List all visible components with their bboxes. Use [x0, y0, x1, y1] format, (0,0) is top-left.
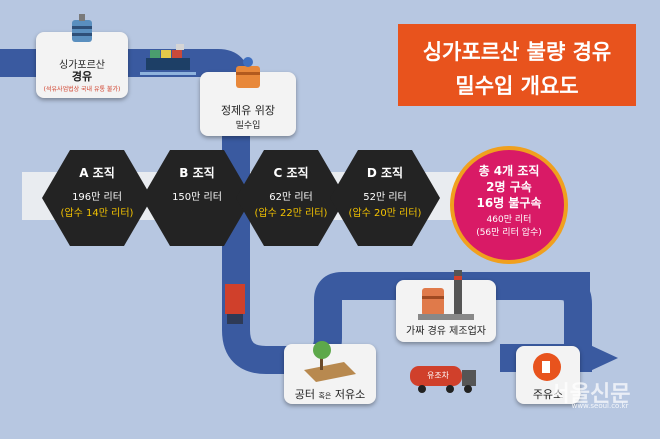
- group-d: D 조직 52만 리터 (압수 20만 리터): [330, 150, 440, 246]
- group-a-seized: (압수 14만 리터): [60, 208, 134, 219]
- refinery-name: 정제유 위장: [220, 104, 276, 117]
- tank-truck-icon: [225, 284, 245, 324]
- summary-seized: (56만 리터 압수): [476, 228, 542, 238]
- hexagon-icon: [330, 150, 440, 246]
- refinery-tank-icon: [236, 57, 260, 88]
- title-line-2: 밀수입 개요도: [455, 74, 579, 98]
- station-label: 주유소: [532, 388, 564, 401]
- group-d-amount: 52만 리터: [363, 192, 407, 203]
- summary-arrested: 2명 구속: [486, 180, 532, 194]
- source-box: 싱가포르산 경유 (석유사업법상 국내 유통 불가): [36, 32, 128, 98]
- manufacturer-label: 가짜 경유 제조업자: [406, 326, 486, 337]
- summary-volume: 460만 리터: [486, 215, 532, 225]
- group-b-amount: 150만 리터: [172, 192, 222, 203]
- tanker-truck-icon: [410, 366, 476, 393]
- factory-icon: [418, 270, 474, 320]
- ship-icon: [140, 44, 196, 75]
- title-banner: 싱가포르산 불량 경유 밀수입 개요도: [398, 24, 636, 106]
- source-product: 경유: [71, 70, 93, 83]
- summary-badge: 총 4개 조직 2명 구속 16명 불구속 460만 리터 (56만 리터 압수…: [450, 146, 568, 264]
- summary-not-arrested: 16명 불구속: [476, 196, 542, 210]
- watermark-name: 서울신문: [549, 382, 631, 407]
- summary-groups: 총 4개 조직: [478, 164, 540, 178]
- tanker-label: 유조차: [426, 371, 450, 380]
- oil-tank-icon: [72, 14, 92, 42]
- storage-label-main: 공터: [294, 388, 315, 401]
- storage-label-end: 저유소: [334, 388, 366, 401]
- group-c-amount: 62만 리터: [269, 192, 313, 203]
- group-c-name: C 조직: [273, 166, 309, 180]
- hexagon-icon: [236, 150, 346, 246]
- source-name: 싱가포르산: [59, 60, 105, 71]
- storage-label-small: 혹은: [318, 392, 332, 400]
- storage-label: 공터 혹은 저유소: [284, 386, 376, 402]
- hexagon-icon: [42, 150, 152, 246]
- group-a-amount: 196만 리터: [72, 192, 122, 203]
- hexagon-icon: [142, 150, 252, 246]
- manufacturer-box: 가짜 경유 제조업자: [396, 280, 496, 342]
- group-d-name: D 조직: [366, 166, 404, 180]
- group-c-seized: (압수 22만 리터): [254, 208, 328, 219]
- title-line-1: 싱가포르산 불량 경유: [422, 40, 612, 64]
- watermark-url: www.seoul.co.kr: [571, 402, 629, 410]
- route-path-lower: [559, 272, 592, 358]
- gas-station-icon: [533, 353, 561, 381]
- route-arrow: [590, 345, 618, 371]
- group-d-seized: (압수 20만 리터): [348, 208, 422, 219]
- group-a: A 조직 196만 리터 (압수 14만 리터): [42, 150, 152, 246]
- land-tree-icon: [304, 341, 356, 382]
- group-a-name: A 조직: [79, 166, 115, 180]
- group-b-name: B 조직: [179, 166, 215, 180]
- group-b: B 조직 150만 리터: [142, 150, 252, 246]
- refinery-sub: 밀수입: [235, 121, 261, 131]
- source-note: (석유사업법상 국내 유통 불가): [43, 86, 121, 93]
- group-c: C 조직 62만 리터 (압수 22만 리터): [236, 150, 346, 246]
